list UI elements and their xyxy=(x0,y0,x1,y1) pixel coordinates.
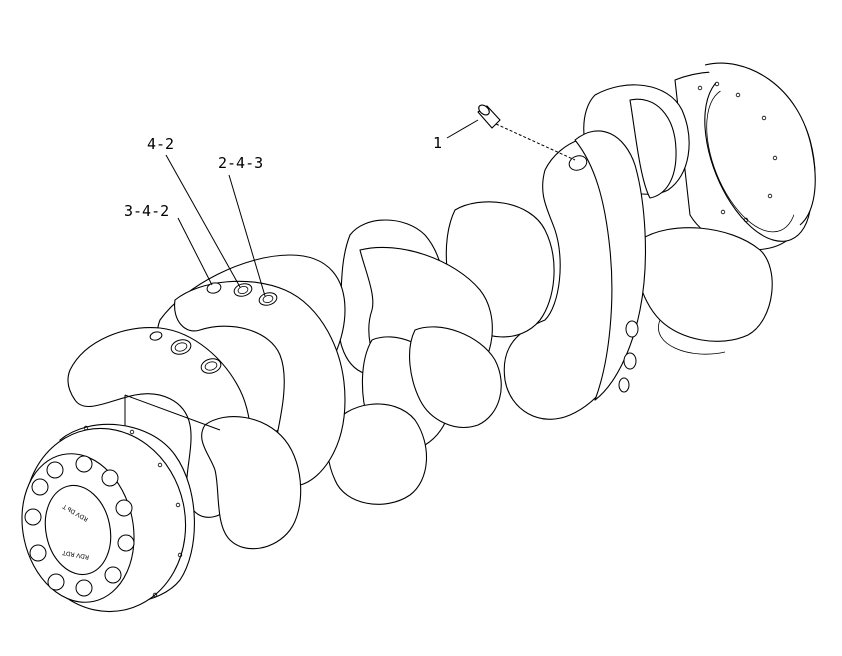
front-pulley: ꓕ ꟼꓷ ꓥꓷꓤ ꓕꓷꓤ ꓥꓷꓤ xyxy=(21,423,195,613)
front-counterweight xyxy=(67,254,346,550)
callout-1: 1 xyxy=(433,134,442,152)
leader-lines xyxy=(165,119,479,297)
plug-part xyxy=(477,104,576,161)
callout-3-4-2: 3-4-2 xyxy=(124,202,169,220)
center-crank xyxy=(326,201,555,505)
callouts: 1 4-2 2-4-3 3-4-2 xyxy=(124,134,442,220)
callout-2-4-3: 2-4-3 xyxy=(218,154,263,172)
rear-counterweight xyxy=(503,130,647,420)
flange-bolt-holes xyxy=(24,455,135,597)
callout-4-2: 4-2 xyxy=(147,135,174,153)
flange-marking-bottom: ꓕꓷꓤ ꓥꓷꓤ xyxy=(61,550,90,562)
rear-flange xyxy=(674,62,816,251)
